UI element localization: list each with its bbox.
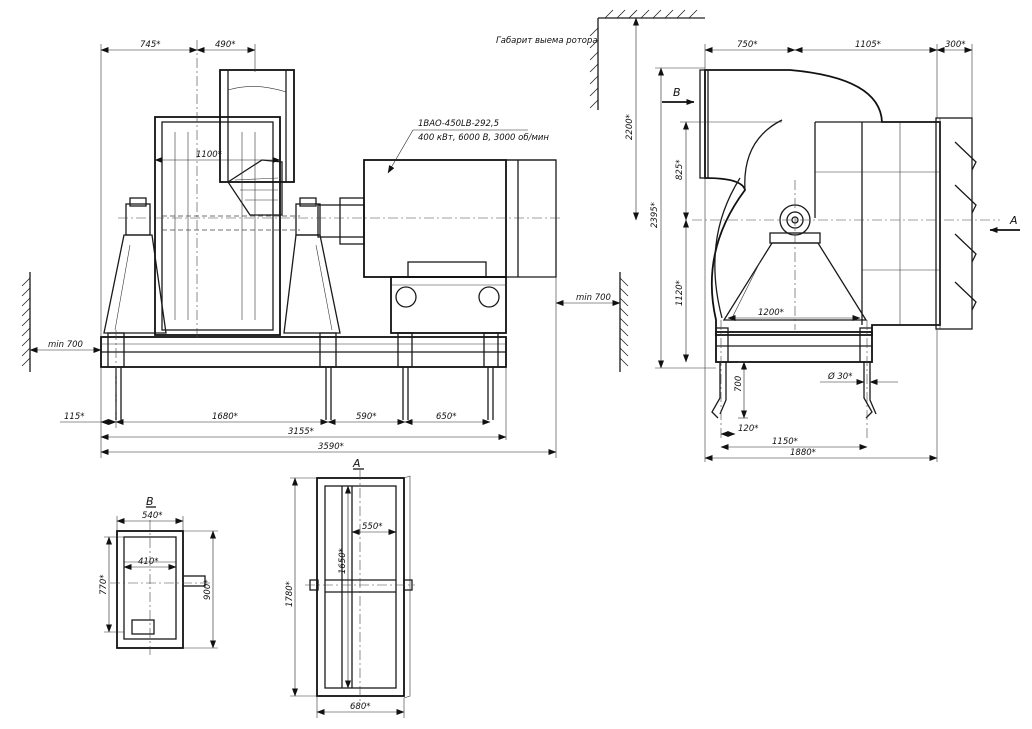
dim-650: 650* — [436, 412, 456, 422]
dim-1105: 1105* — [855, 40, 881, 50]
dim-1780: 1780* — [285, 581, 295, 607]
dim-590: 590* — [356, 412, 376, 422]
view-b-title: В — [146, 495, 154, 508]
dim-410: 410* — [138, 557, 158, 567]
dim-680: 680* — [350, 702, 370, 712]
rotor-removal-note: Габарит выема ротора — [496, 36, 598, 46]
dim-300: 300* — [945, 40, 965, 50]
dim-550: 550* — [362, 522, 382, 532]
left-wall — [21, 272, 31, 372]
side-view: В А 750* 1105* 300* 2200* 2395* 825* 112… — [589, 9, 1020, 462]
dim-1680: 1680* — [212, 412, 238, 422]
dim-900: 900* — [203, 580, 213, 600]
view-a: А 550* 1650* 1780* 680* — [285, 457, 415, 718]
motor-spec-note: 400 кВт, 6000 В, 3000 об/мин — [418, 133, 549, 143]
motor-model-note: 1ВАО-450LВ-292,5 — [418, 119, 499, 129]
front-view: 745* 490* 1100* Габарит выема ротора 1ВА… — [21, 36, 629, 458]
dim-700: 700 — [734, 376, 744, 392]
dim-3155: 3155* — [288, 427, 314, 437]
top-wall — [589, 9, 705, 110]
dim-120: 120* — [738, 424, 758, 434]
dim-750: 750* — [737, 40, 757, 50]
dim-2200: 2200* — [625, 114, 635, 140]
dim-745: 745* — [140, 40, 160, 50]
view-b: В 540* 410* 770* 900* — [99, 495, 218, 655]
dim-dia-30: Ø 30* — [827, 371, 852, 382]
dim-540: 540* — [142, 511, 162, 521]
right-wall — [619, 272, 629, 372]
dim-1150: 1150* — [772, 437, 798, 447]
view-a-title: А — [352, 457, 361, 470]
dim-3590: 3590* — [318, 442, 344, 452]
dim-1880: 1880* — [790, 448, 816, 458]
min-700-right: min 700 — [576, 293, 611, 303]
view-b-arrow-label: В — [673, 86, 681, 99]
dim-1100: 1100* — [196, 150, 222, 160]
dim-115: 115* — [64, 412, 84, 422]
dim-1650: 1650* — [338, 548, 348, 574]
dim-1200: 1200* — [758, 308, 784, 318]
dim-825: 825* — [675, 160, 685, 180]
dim-770: 770* — [99, 575, 109, 595]
dim-1120: 1120* — [675, 280, 685, 306]
dim-490: 490* — [215, 40, 235, 50]
dim-2395: 2395* — [650, 202, 660, 228]
view-a-arrow-label: А — [1009, 214, 1018, 227]
min-700-left: min 700 — [48, 340, 83, 350]
